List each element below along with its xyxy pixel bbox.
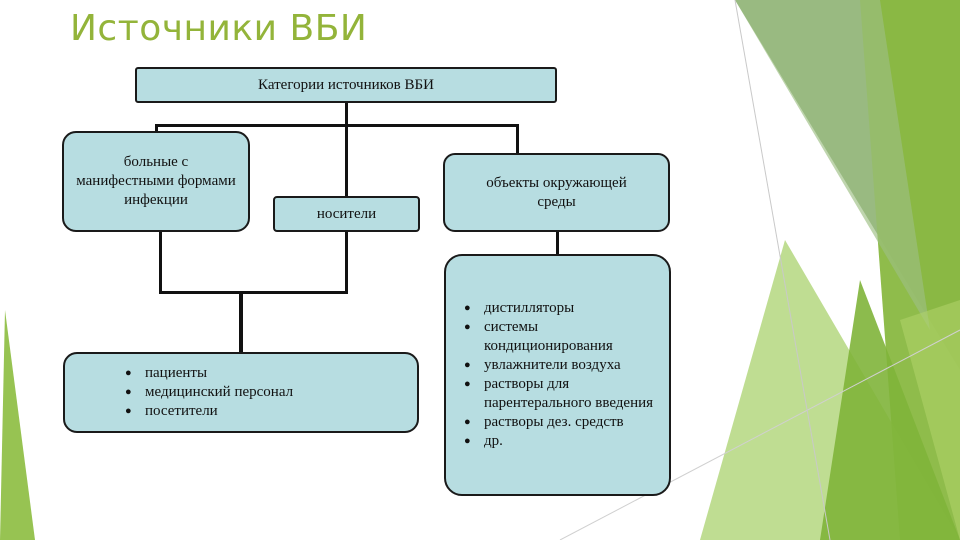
connector-root-down	[345, 101, 348, 125]
environment-box-label: объекты окружающей среды	[486, 174, 627, 210]
connector-to-env-list	[556, 230, 559, 256]
patients-box-label: больные с манифестными формами инфекции	[76, 154, 236, 208]
connector-to-environment	[516, 124, 519, 155]
environment-list: дистилляторы системы кондиционирования у…	[462, 299, 659, 451]
list-item: дистилляторы	[462, 299, 659, 318]
connector-to-patients	[155, 124, 158, 135]
list-item: посетители	[123, 402, 293, 421]
connector-patients-down	[159, 230, 162, 293]
environment-list-box: дистилляторы системы кондиционирования у…	[444, 254, 671, 496]
connector-horizontal-top	[155, 124, 519, 127]
carriers-box-label: носители	[316, 205, 377, 222]
people-list: пациенты медицинский персонал посетители	[123, 364, 293, 421]
connector-horizontal-bottom	[159, 291, 348, 294]
list-item: др.	[462, 432, 659, 451]
list-item: системы кондиционирования	[462, 318, 659, 356]
people-list-box: пациенты медицинский персонал посетители	[63, 352, 419, 433]
connector-carriers-down	[345, 231, 348, 293]
list-item: медицинский персонал	[123, 383, 293, 402]
connector-to-people-list	[239, 291, 243, 354]
connector-to-carriers	[345, 124, 348, 197]
root-category-box: Категории источников ВБИ	[135, 67, 557, 103]
carriers-box: носители	[273, 196, 420, 232]
list-item: увлажнители воздуха	[462, 356, 659, 375]
patients-box: больные с манифестными формами инфекции	[62, 131, 250, 232]
list-item: растворы дез. средств	[462, 413, 659, 432]
root-category-label: Категории источников ВБИ	[258, 76, 434, 93]
environment-box: объекты окружающей среды	[443, 153, 670, 232]
list-item: растворы для парентерального введения	[462, 375, 659, 413]
list-item: пациенты	[123, 364, 293, 383]
slide-title: Источники ВБИ	[70, 8, 368, 49]
